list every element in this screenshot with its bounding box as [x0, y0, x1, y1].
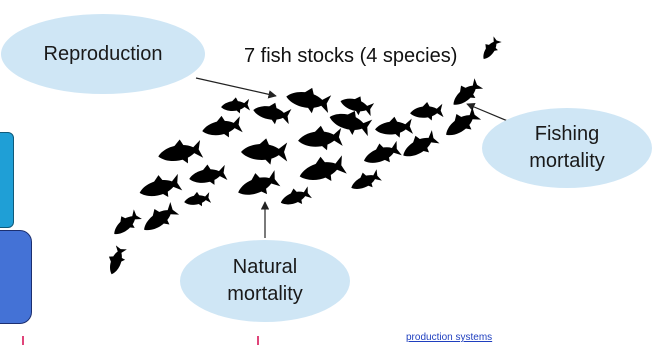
fish-icon: [447, 75, 485, 112]
fish-icon: [296, 151, 348, 189]
fish-icon: [296, 123, 343, 153]
left-panel-blue-box: [0, 230, 32, 324]
fishing-mortality-label-line1: Fishing: [534, 123, 600, 145]
arrow-icon: [195, 77, 277, 99]
diagram-title: 7 fish stocks (4 species): [244, 45, 458, 67]
fish-icon: [220, 96, 251, 115]
fish-icon: [233, 166, 282, 204]
natural-mortality-bubble: Natural mortality: [180, 240, 350, 322]
fish-icon: [156, 136, 204, 169]
fish-icon: [277, 183, 313, 211]
fish-icon: [360, 137, 403, 171]
production-systems-link[interactable]: production systems: [406, 332, 493, 343]
pink-tick-mark: [257, 336, 259, 345]
reproduction-bubble: Reproduction: [1, 14, 205, 94]
natural-mortality-label-line2: mortality: [227, 283, 303, 305]
fish-icon: [136, 170, 183, 204]
fishing-mortality-bubble: Fishing mortality: [482, 108, 652, 188]
fish-icon: [397, 127, 441, 165]
fish-icon: [103, 244, 129, 277]
fish-icon: [241, 138, 288, 165]
fish-icon: [284, 83, 332, 116]
fish-icon: [477, 35, 503, 63]
fish-icon: [374, 115, 414, 140]
fishing-mortality-label-line2: mortality: [529, 150, 605, 172]
natural-mortality-label-line1: Natural: [232, 256, 298, 278]
reproduction-label: Reproduction: [43, 42, 163, 65]
fish-icon: [200, 112, 244, 142]
pink-tick-mark: [22, 336, 24, 345]
fish-icon: [409, 100, 444, 123]
fish-icon: [439, 104, 483, 144]
left-panel-teal-box: [0, 132, 14, 228]
fish-icon: [108, 207, 144, 241]
fish-icon: [137, 199, 181, 239]
arrow-icon: [466, 103, 511, 123]
fish-icon: [347, 166, 383, 196]
fish-icon: [187, 161, 228, 189]
fish-icon: [182, 189, 212, 210]
fish-icon: [251, 99, 293, 127]
